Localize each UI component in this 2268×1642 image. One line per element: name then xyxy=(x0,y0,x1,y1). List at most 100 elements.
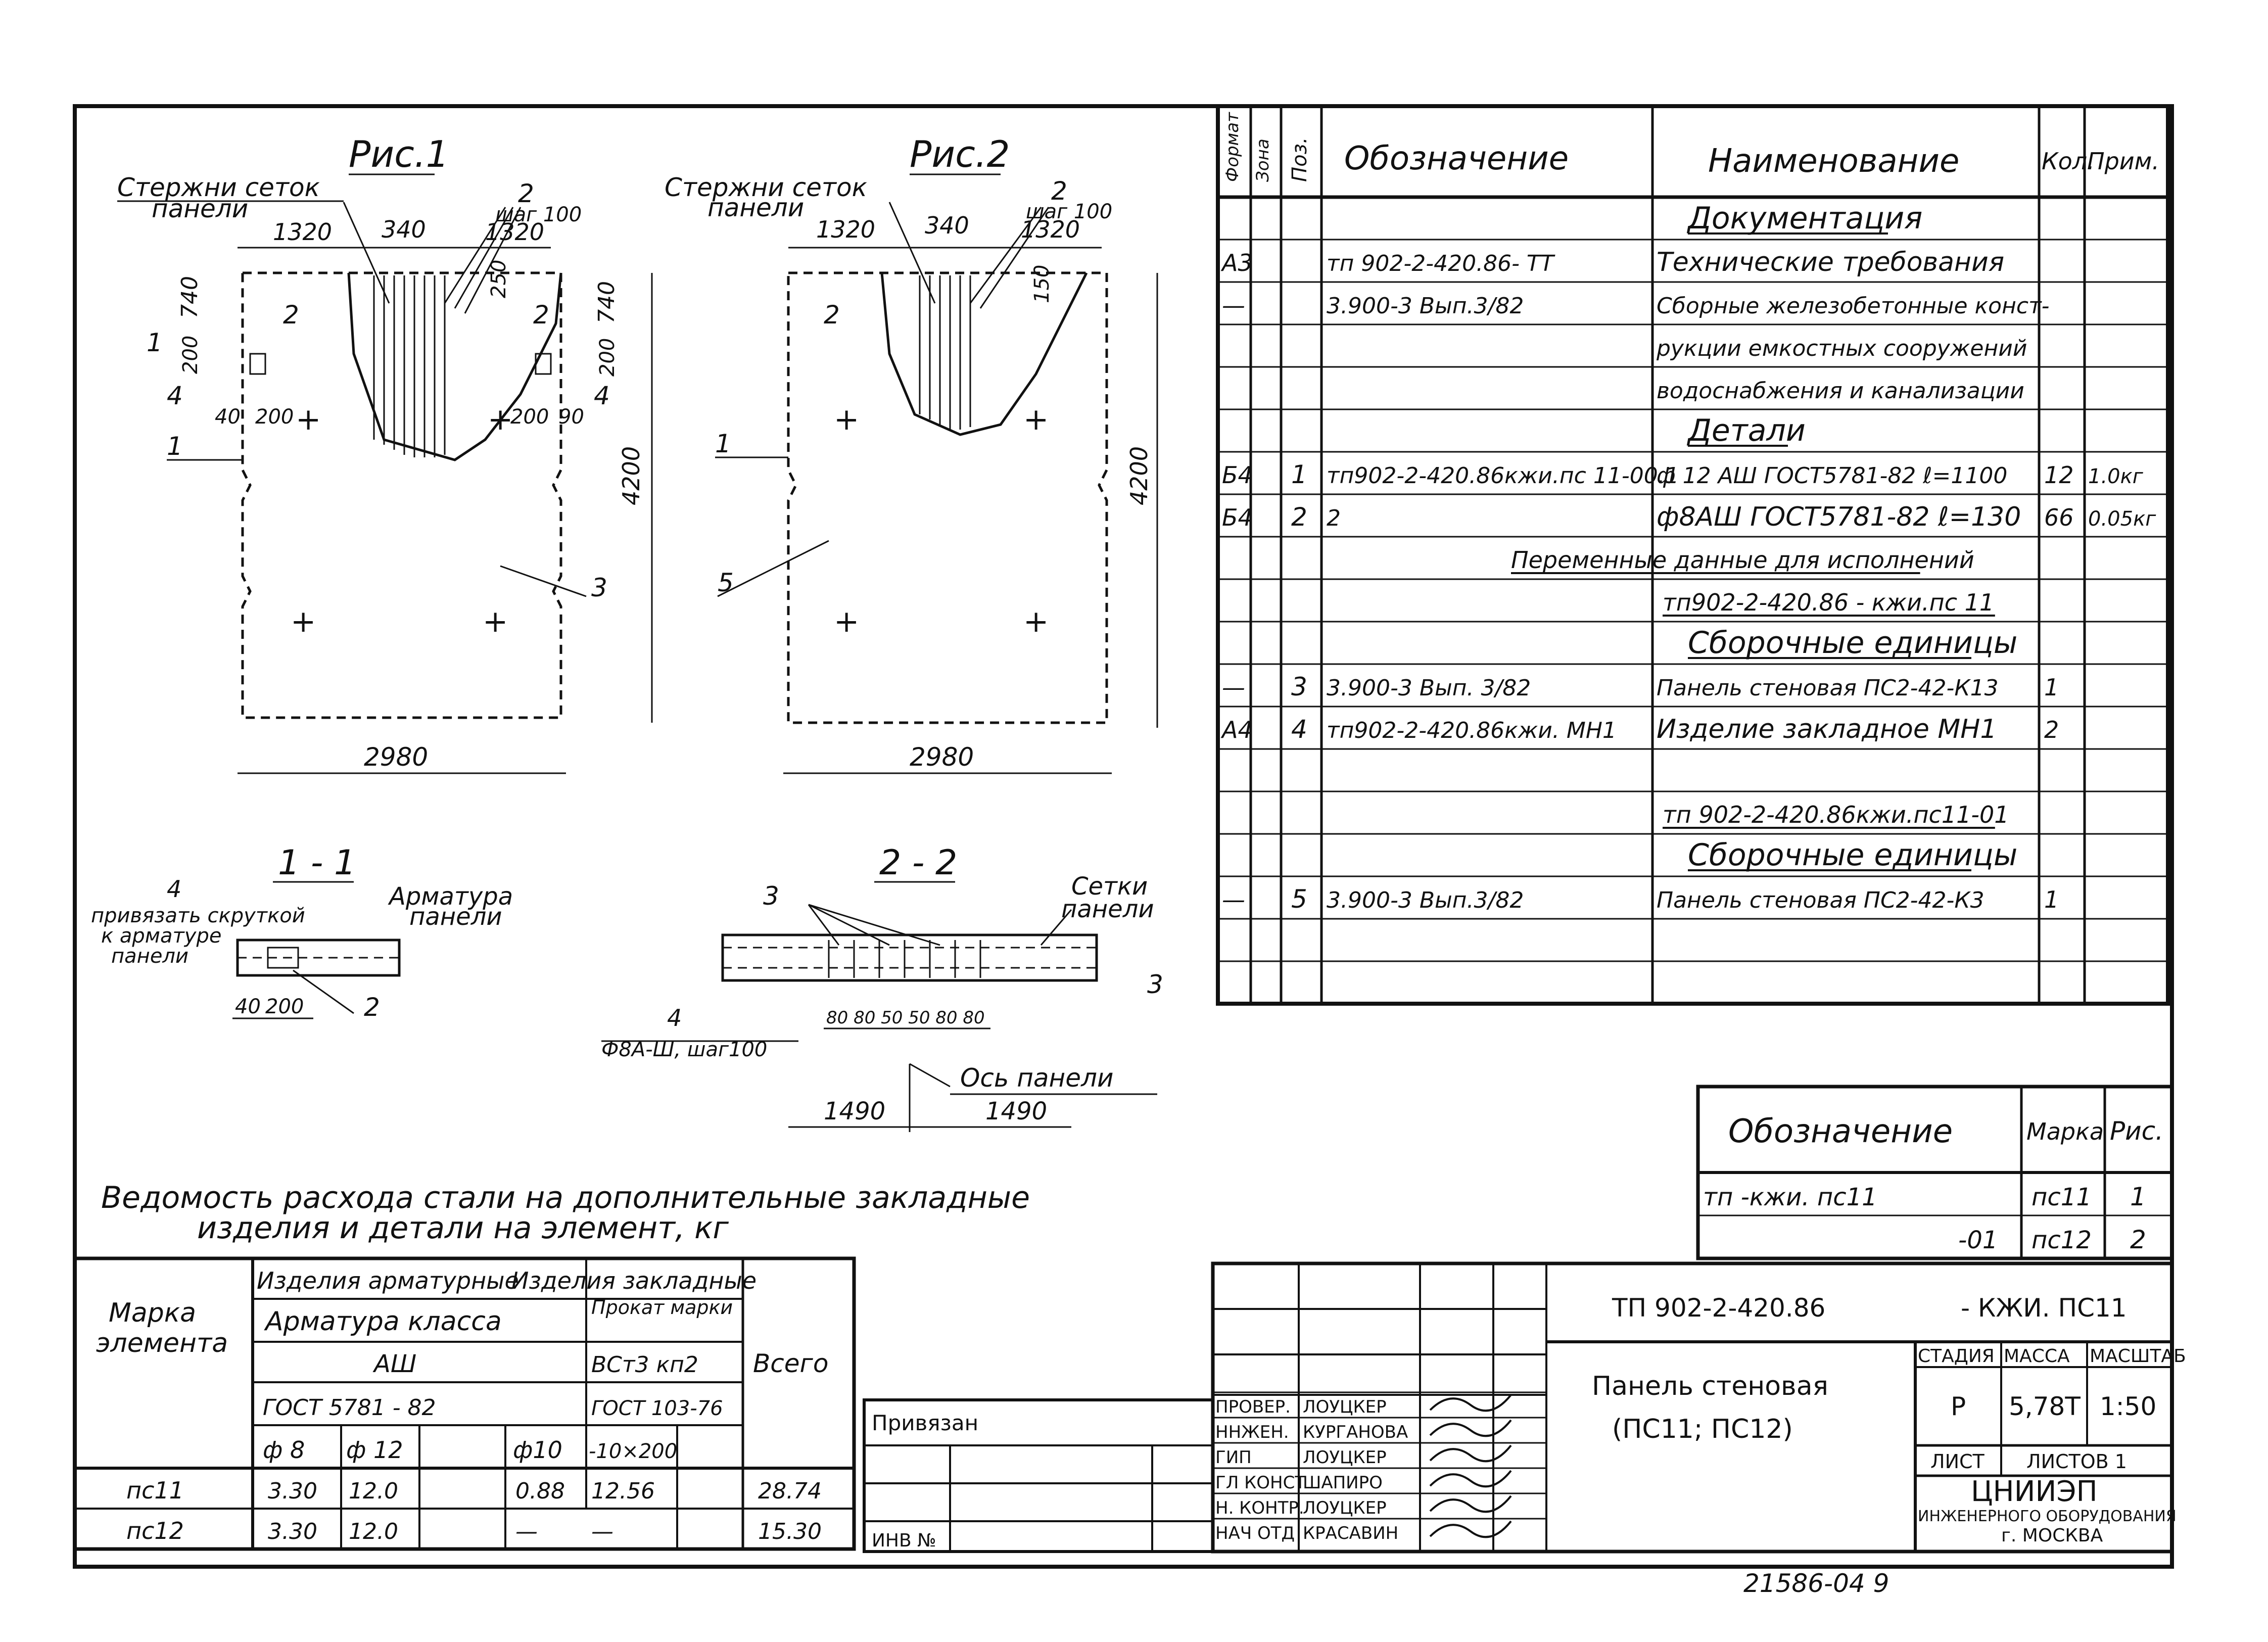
mass-value: 5,78Т xyxy=(2009,1392,2081,1421)
scale-header: МАСШТАБ xyxy=(2090,1346,2186,1367)
org-city: г. МОСКВА xyxy=(2001,1525,2103,1546)
fig1-dim-40: 40 xyxy=(215,405,241,429)
spec-qty: 66 xyxy=(2044,504,2074,531)
fig2-dim-340: 340 xyxy=(925,212,969,239)
signature-name: КУРГАНОВА xyxy=(1303,1422,1408,1442)
marks-designation: -01 xyxy=(1958,1226,1998,1254)
fig1-pos4r: 4 xyxy=(594,381,610,410)
section11-dim-200: 200 xyxy=(265,995,304,1018)
steel-d8-value: 3.30 xyxy=(268,1519,317,1544)
spec-name: ф 12 АШ ГОСТ5781-82 ℓ=1100 xyxy=(1657,463,2007,489)
fig2-pos2: 2 xyxy=(1051,176,1067,206)
section22-mesh-1: Сетки xyxy=(1071,872,1148,901)
marks-mark: пс12 xyxy=(2031,1226,2092,1254)
spec-section-title: Сборочные единицы xyxy=(1688,837,2017,873)
steel-grade: ВСт3 кп2 xyxy=(591,1352,698,1378)
drawing-subtitle: (ПС11; ПС12) xyxy=(1612,1414,1793,1444)
spec-row: Переменные данные для исполнений xyxy=(1511,546,1974,574)
section22-1490a: 1490 xyxy=(824,1097,885,1125)
fig1-dim-200b: 200 xyxy=(255,405,294,429)
spec-name: Изделие закладное МН1 xyxy=(1657,714,1997,744)
fig1-bars-label-2: панели xyxy=(152,194,248,223)
fig1-dim-250: 250 xyxy=(487,260,510,298)
spec-header-format: Формат xyxy=(1222,112,1243,182)
spec-row: Сборочные единицы xyxy=(1688,837,2017,873)
fig1-dim-200r: 200 xyxy=(596,338,619,377)
fig2-cross-4: + xyxy=(1023,604,1049,639)
spec-section-title: Сборочные единицы xyxy=(1688,625,2017,661)
handwritten-signature xyxy=(1429,1394,1512,1412)
fig2-bars-label-2: панели xyxy=(707,193,804,222)
steel-col-mark-2: элемента xyxy=(96,1328,228,1358)
section22-title: 2 - 2 xyxy=(879,843,957,883)
handwritten-signature xyxy=(1429,1419,1512,1437)
spec-header-designation: Обозначение xyxy=(1344,140,1569,177)
fig1-panel-outline xyxy=(241,271,562,719)
fig1-dim-340: 340 xyxy=(382,216,426,243)
scale-value: 1:50 xyxy=(2100,1392,2156,1421)
fig2-section-2: 2 xyxy=(824,300,840,330)
spec-designation: 3.900-3 Вып.3/82 xyxy=(1327,887,1524,913)
fig1-pos1: 1 xyxy=(167,432,183,461)
section11-title: 1 - 1 xyxy=(278,843,356,883)
steel-d10: ф10 xyxy=(513,1436,562,1464)
stage-header: СТАДИЯ xyxy=(1918,1346,1995,1367)
marks-header-mark: Марка xyxy=(2026,1118,2104,1145)
fig1-mesh-bars xyxy=(343,202,522,457)
spec-format: — xyxy=(1222,674,1245,701)
spec-row: водоснабжения и канализации xyxy=(1657,378,2024,404)
steel-total-value: 28.74 xyxy=(758,1478,822,1504)
steel-class-a3: АШ xyxy=(372,1350,416,1378)
spec-format: Б4 xyxy=(1222,461,1253,489)
marks-header-designation: Обозначение xyxy=(1728,1113,1953,1150)
fig2-bars-label: Стержни сеток xyxy=(665,173,867,202)
figure-2: Рис.2 Стержни сеток панели 1320 340 1320… xyxy=(665,133,1158,774)
fig2-dim-2980: 2980 xyxy=(910,742,974,772)
spec-section-title: тп902-2-420.86 - кжи.пс 11 xyxy=(1663,589,1994,616)
fig2-cross-3: + xyxy=(834,604,859,639)
stamp-frame xyxy=(1211,1261,2174,1554)
steel-gost-a: ГОСТ 5781 - 82 xyxy=(263,1395,436,1421)
sheet-frame xyxy=(73,104,2174,1569)
steel-d10-value: — xyxy=(515,1519,538,1544)
section11-pos4: 4 xyxy=(167,875,181,903)
spec-pos: 1 xyxy=(1291,460,1307,489)
spec-section-title: Документация xyxy=(1686,201,1922,236)
fig1-dim-4200: 4200 xyxy=(618,446,645,505)
steel-mark: пс12 xyxy=(126,1517,184,1544)
fig1-section-1: 1 xyxy=(147,328,163,357)
spec-pos: 5 xyxy=(1291,884,1307,914)
section22-dims: 80 80 50 50 80 80 xyxy=(826,1008,985,1028)
steel-d12-value: 12.0 xyxy=(349,1478,398,1504)
spec-row: тп 902-2-420.86кжи.пс11-01 xyxy=(1663,801,2009,829)
spec-qty: 12 xyxy=(2044,461,2074,489)
figure-1: Рис.1 Стержни сеток панели 1320 340 1320… xyxy=(117,133,653,774)
fig2-cross-1: + xyxy=(834,402,859,437)
section22-pos3a: 3 xyxy=(763,881,779,911)
fig2-dim-150: 150 xyxy=(1030,265,1054,303)
fig1-dim-740r: 740 xyxy=(594,281,620,323)
section11-note-3: панели xyxy=(111,945,188,968)
stage-value: Р xyxy=(1951,1392,1966,1421)
steel-group-emb: Изделия закладные xyxy=(511,1267,757,1294)
marks-fig: 1 xyxy=(2130,1182,2146,1211)
inventory-label: ИНВ № xyxy=(872,1530,936,1551)
spec-header-name: Наименование xyxy=(1708,143,1959,180)
steel-total-header: Всего xyxy=(753,1349,828,1378)
steel-d12-value: 12.0 xyxy=(349,1519,398,1544)
fig1-cross-3: + xyxy=(296,402,321,437)
spec-designation: тп 902-2-420.86- ТТ xyxy=(1327,251,1555,276)
section22-mesh-2: панели xyxy=(1061,895,1154,923)
spec-name: Сборные железобетонные конст- xyxy=(1657,293,2050,319)
steel-title-2: изделия и детали на элемент, кг xyxy=(197,1210,729,1246)
fig1-section-2l: 2 xyxy=(283,300,299,330)
signature-role: ННЖЕН. xyxy=(1215,1422,1289,1442)
spec-format: — xyxy=(1222,886,1245,913)
org-name: ЦНИИЭП xyxy=(1971,1475,2098,1508)
